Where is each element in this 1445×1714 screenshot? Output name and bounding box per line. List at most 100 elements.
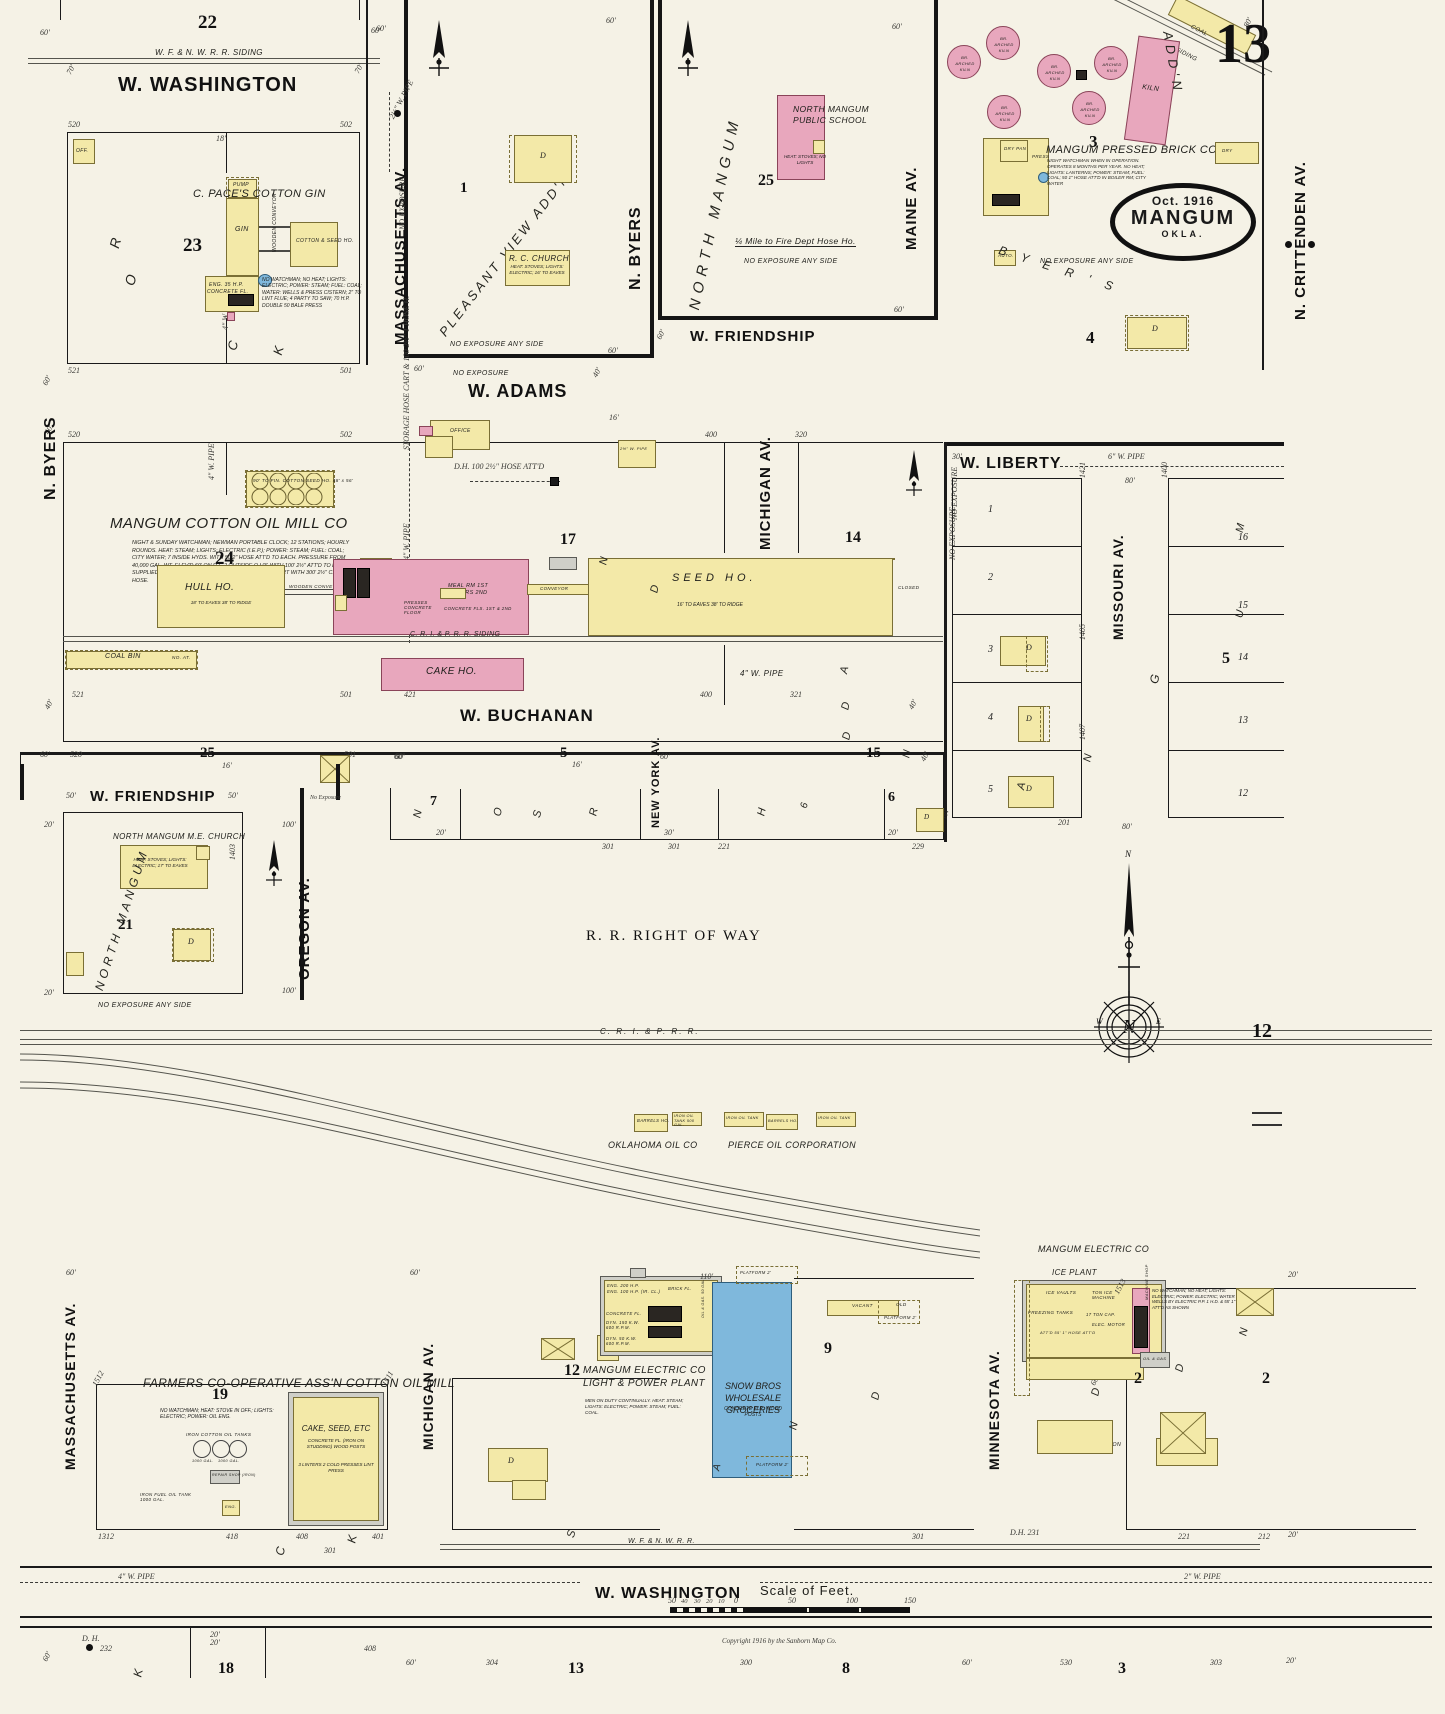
- oil-mill-conveyor-link-label: CONVEYOR: [540, 586, 569, 591]
- liberty-dwelling-4-dash: [1040, 706, 1050, 742]
- bottom-dh-dot: [86, 1644, 93, 1651]
- block-12-dwelling-a-letter: D: [508, 1456, 514, 1465]
- liberty-a-num-3: 3: [988, 644, 993, 655]
- storage-hose-cart-label: 2½" W. PIPE: [620, 446, 648, 451]
- brick-small-oven: [1076, 70, 1087, 80]
- michigan-bottom-dim-60: 60': [410, 1268, 420, 1277]
- block-12-dwelling-b-x: [541, 1338, 575, 1360]
- pierce-oil-tank-2-label: IRON OIL TANK: [818, 1116, 851, 1120]
- oil-tank-row-2: [250, 488, 332, 510]
- street-w-washington-bottom: W. WASHINGTON: [595, 1585, 742, 1602]
- block-2-letter-d2: D: [1089, 1386, 1103, 1398]
- oil-mill-concrete-fls-label: CONCRETE FLS. 1ST & 2ND: [444, 606, 512, 611]
- mass-av-no-exposure: NO EXPOSURE: [398, 176, 407, 230]
- pace-conveyor-label: WOODEN CONVEYOR: [272, 192, 278, 252]
- lots-row-div-b: [640, 789, 642, 839]
- me-church: [120, 845, 208, 889]
- oil-tanks-label: 90' TO FIN. COTTON SEED HO. 48' x 56': [253, 478, 354, 483]
- block-2-addr-221: 221: [1178, 1532, 1190, 1541]
- block-number-14: 14: [845, 529, 861, 546]
- scale-tick-0: 0: [734, 1596, 738, 1605]
- brick-round-kiln-label-6: BR. ARCHED KILN: [995, 105, 1015, 122]
- oregon-dim-100b: 100': [282, 986, 296, 995]
- snow-bros-label: SNOW BROS WHOLESALE GROCERIES: [724, 1381, 782, 1415]
- liberty-dim-80: 80': [1125, 476, 1135, 485]
- bottom-addr-300: 300: [740, 1658, 752, 1667]
- rr-siding-line-b: [28, 63, 380, 64]
- block-23-office-label: OFF.: [76, 148, 89, 154]
- block-number-4: 4: [1086, 328, 1095, 347]
- block-1-dim-60-tr: 60': [606, 16, 616, 25]
- oil-mill-office-annex: [425, 436, 453, 458]
- block-number-13-bottom: 13: [568, 1660, 584, 1677]
- bottom-block-div-2: [265, 1626, 267, 1678]
- svg-text:N: N: [1121, 1016, 1137, 1038]
- oil-mill-closed-b: 4" W. PIPE: [402, 523, 411, 560]
- mass-av-pipe-dash: [389, 92, 390, 172]
- title-cartouche: Oct. 1916 MANGUM OKLA.: [1110, 183, 1256, 261]
- farmers-coop-tanks: [192, 1440, 252, 1463]
- bottom-letter-c: C: [272, 1545, 289, 1557]
- page-number-12: 12: [1252, 1020, 1272, 1042]
- ice-plant-dash-wing: [1014, 1280, 1030, 1396]
- pace-engine-label: ENG. 35 H.P.: [209, 282, 244, 288]
- lots-row-div-d: [884, 789, 886, 839]
- wooden-conveyor-bot: [285, 594, 333, 596]
- liberty-dim-30: 30': [952, 452, 962, 461]
- liberty-dwelling-5: [1008, 776, 1054, 808]
- mid-addr-501: 501: [344, 750, 356, 759]
- block-9-dim-301: 301: [912, 1532, 924, 1541]
- block-number-21: 21: [118, 917, 133, 933]
- pace-gin-pump: [228, 179, 257, 198]
- liberty-b-lot-4: [1168, 750, 1284, 751]
- liberty-b-num-15: 15: [1238, 600, 1248, 611]
- block-1-dwelling-label: D: [540, 151, 546, 160]
- cake-house-label: CAKE HO.: [426, 666, 477, 677]
- block-2-addr-212: 212: [1258, 1532, 1270, 1541]
- pace-notes-text: NO WATCHMAN; NO HEAT; LIGHTS: ELECTRIC; …: [262, 277, 362, 309]
- north-mangum-school-label: NORTH MANGUM PUBLIC SCHOOL: [793, 104, 869, 125]
- liberty-dim-80b: 80': [1122, 822, 1132, 831]
- buchanan-addr-321: 321: [790, 690, 802, 699]
- street-n-crittenden-av: N. CRITTENDEN AV.: [1292, 161, 1309, 320]
- rc-church: [505, 250, 570, 286]
- scale-tick-40: 40: [681, 1598, 688, 1605]
- brick-auto-shed: [994, 250, 1016, 266]
- lots-row-div-c: [718, 789, 720, 839]
- block-23-outline: [67, 132, 360, 364]
- block-number-6: 6: [888, 790, 895, 805]
- farmers-coop-eng: [222, 1500, 240, 1516]
- seed-house: [588, 558, 893, 636]
- ice-plant-label: ICE PLANT: [1052, 1268, 1097, 1277]
- brick-round-kiln-4: [1094, 46, 1128, 80]
- rr-siding-line-a: [28, 58, 380, 59]
- brick-press-label: PRESS: [1032, 154, 1050, 159]
- liberty-a-num-5: 5: [988, 784, 993, 795]
- liberty-left-edge: [944, 442, 947, 842]
- oil-mill-office-vault: [419, 426, 433, 436]
- liberty-addr-1405: 1405: [1078, 624, 1087, 640]
- missouri-letter-n: N: [1081, 752, 1095, 764]
- street-maine-av: MAINE AV.: [903, 166, 920, 250]
- oklahoma-oil-tank: [672, 1112, 702, 1126]
- electric-oil-gas-label: OIL & GAS. 50 GAL.: [701, 1277, 705, 1318]
- brick-round-kiln-label-5: BR. ARCHED KILN: [1080, 101, 1100, 118]
- block-21-no-exposure: NO EXPOSURE ANY SIDE: [98, 1002, 192, 1009]
- lots-dim-30: 30': [664, 828, 674, 837]
- block-number-7: 7: [430, 794, 437, 809]
- electric-dyn-50: DYN. 50 K.W. 600 R.P.M.: [606, 1336, 637, 1346]
- brick-dry-shed-right: [1215, 142, 1259, 164]
- liberty-block-b: [1168, 478, 1284, 818]
- electric-stack: [630, 1268, 646, 1278]
- block-1-dwelling: [514, 135, 572, 183]
- block-21-small-shed: [66, 952, 84, 976]
- scale-tick-10: 10: [718, 1598, 725, 1605]
- pace-gin-main: [226, 198, 259, 276]
- mid-dim-60b: 60': [395, 752, 405, 761]
- block-25-dim-60-br: 60': [894, 305, 904, 314]
- liberty-b-lot-2: [1168, 614, 1284, 615]
- electric-dyn-150: DYN. 150 K.W. 600 R.P.M.: [606, 1320, 640, 1330]
- brick-round-kiln-label-3: BR. ARCHED KILN: [1045, 64, 1065, 81]
- main-rr-label: C. R. I. & P. R. R.: [600, 1027, 700, 1036]
- block-2-dim-20b: 20': [1288, 1530, 1298, 1539]
